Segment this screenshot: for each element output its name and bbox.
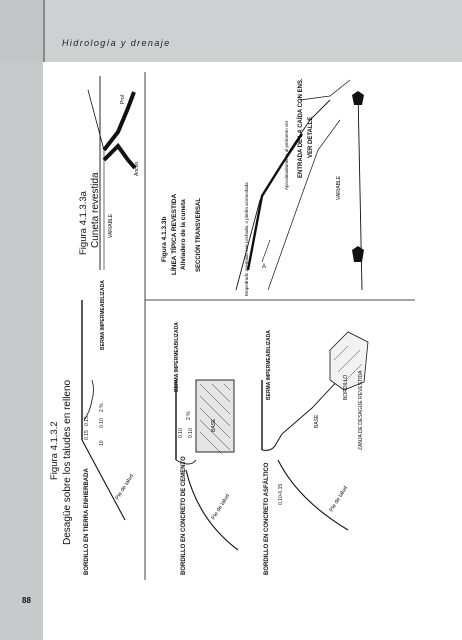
panel-concrete-slope-text: Pie de talud	[211, 493, 231, 521]
panel-asphalt-base-label: BASE	[314, 414, 320, 428]
figure-bottom-right-title-2: Aliviadero de la cuneta	[180, 199, 187, 270]
panel-earth-label: BORDILLO EN TIERRA ENHIERBADA	[84, 468, 90, 575]
figure-left-title: Desagüe sobre los taludes en relleno	[62, 379, 73, 545]
left-margin-band	[0, 62, 43, 640]
figure-bottom-right-number: Figura 4.1.3.3b	[161, 216, 168, 262]
running-head: Hidrología y drenaje	[62, 38, 171, 48]
bottom-right-detail-top	[352, 91, 364, 105]
panel-concrete-label: BORDILLO EN CONCRETO DE CEMENTO	[181, 456, 187, 575]
panel-concrete-hatch	[199, 383, 231, 455]
figure-left-number: Figura 4.1.3.2	[49, 421, 60, 480]
panel-asphalt-base-line	[281, 375, 343, 435]
top-right-width-label: Ancho	[134, 162, 140, 176]
panel-asphalt-slope	[277, 459, 349, 531]
top-right-depth-label: Prof.	[120, 93, 126, 104]
bottom-right-lining	[246, 133, 303, 271]
panel-asphalt: BORDILLO EN CONCRETO ASFÁLTICO 0.10-0.15…	[261, 330, 369, 575]
top-right-variable-label: VARIABLE	[108, 213, 114, 238]
panel-concrete-base-label: BASE	[211, 418, 217, 432]
panel-earth-curb	[83, 379, 94, 421]
panel-earth: BORDILLO EN TIERRA ENHIERBADA 0.15 0.15 …	[81, 280, 135, 575]
figure-left: Figura 4.1.3.2 Desagüe sobre los taludes…	[49, 280, 369, 575]
entry-label-2: VER DETALLE	[308, 117, 314, 158]
panel-asphalt-drain-label: ZANJA DE DESAGÜE REVESTIDA	[357, 370, 364, 450]
top-right-channel-lining	[102, 91, 136, 152]
bottom-right-upper-line	[299, 79, 351, 101]
panel-earth-slope-text: Pie de talud	[115, 473, 135, 501]
panel-concrete-slope	[185, 469, 239, 551]
panel-asphalt-curb	[261, 433, 283, 451]
panel-concrete-curb	[175, 459, 197, 465]
note-mid: Aproximadamente al perímetro ver	[284, 120, 289, 190]
figure-bottom-right-title-1: LÍNEA TÍPICA REVESTIDA	[169, 194, 178, 275]
panel-concrete-slope-value: 2 %	[186, 411, 192, 420]
panel-earth-dim-b: 0.15	[84, 416, 90, 426]
top-right-slope	[87, 89, 105, 151]
panel-earth-slope-value: 2 %	[99, 403, 105, 412]
panel-asphalt-ditch-hatch	[333, 345, 363, 383]
figure-top-right: Figura 4.1.3.3a Cuneta revestida VARIABL…	[78, 76, 140, 270]
bottom-right-road	[267, 119, 341, 291]
panel-asphalt-slope-text: Pie de talud	[329, 485, 349, 513]
entry-label-1: ENTRADA DE LA CAÍDA CON ENS.	[296, 78, 304, 178]
figure-top-right-number: Figura 4.1.3.3a	[78, 190, 89, 255]
panel-concrete-dim-b: 0.10	[188, 428, 194, 438]
section-marker: A	[262, 264, 266, 270]
figure-top-right-title: Cuneta revestida	[90, 172, 101, 248]
section-label: SECCIÓN TRANSVERSAL	[194, 198, 202, 272]
panel-concrete-dim-a: 0.10	[178, 428, 184, 438]
section-cut-line	[261, 239, 271, 263]
header-corner-block	[0, 0, 43, 62]
header-divider	[43, 0, 45, 62]
header-band	[0, 0, 462, 62]
panel-earth-dim-low: 0.10	[99, 418, 105, 428]
panel-earth-slope	[81, 439, 126, 521]
panel-concrete-base	[195, 379, 235, 453]
note-left: Empedrado asentado con Lechada, o piedra…	[244, 182, 249, 296]
bottom-right-detail-bottom	[352, 246, 364, 262]
top-right-channel-lining-2	[102, 142, 137, 170]
bottom-right-variable-label: VARIABLE	[336, 175, 342, 200]
panel-earth-dim-height: 10	[99, 440, 105, 446]
panel-asphalt-label: BORDILLO EN CONCRETO ASFÁLTICO	[263, 462, 270, 575]
page-number-box	[0, 590, 43, 612]
page-number: 88	[22, 596, 31, 605]
panel-concrete-berm-label: BERMA IMPERMEABILIZADA	[174, 322, 180, 392]
panel-asphalt-berm-label: BERMA IMPERMEABILIZADA	[266, 330, 272, 400]
figure-bottom-right: Figura 4.1.3.3b LÍNEA TÍPICA REVESTIDA A…	[161, 78, 364, 296]
panel-concrete: BORDILLO EN CONCRETO DE CEMENTO 0.10 0.1…	[174, 322, 239, 575]
panel-asphalt-dim: 0.10-0.15	[278, 484, 284, 505]
panel-earth-dim-a: 0.15	[84, 430, 90, 440]
panel-asphalt-bordillo-label: BORDILLO	[343, 375, 349, 400]
top-berm-label: BERMA IMPERMEABILIZADA	[100, 280, 106, 350]
